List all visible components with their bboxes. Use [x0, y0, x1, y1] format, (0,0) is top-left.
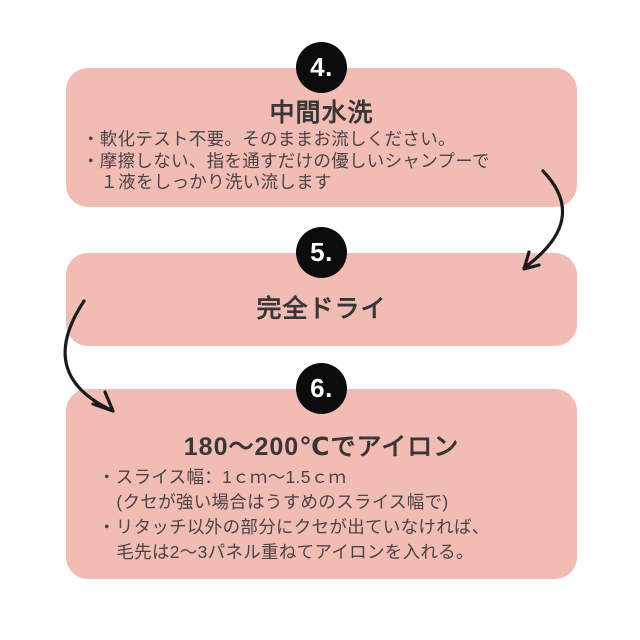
step-4-note-line: １液をしっかり洗い流します	[100, 172, 332, 192]
step-6-notes: ・スライス幅：1ｃｍ〜1.5ｃｍ (クセが強い場合はうすめのスライス幅で) ・リ…	[98, 465, 490, 565]
step-5-title: 完全ドライ	[256, 295, 387, 323]
step-card-intermediate-rinse: 4. 中間水洗 ・軟化テスト不要。そのままお流しください。 ・摩擦しない、指を通…	[66, 42, 577, 207]
step-card-iron-temperature: 6. 180〜200℃でアイロン ・スライス幅：1ｃｍ〜1.5ｃｍ (クセが強い…	[66, 363, 577, 579]
step-4-number-badge: 4.	[296, 42, 347, 93]
step-6-number-badge: 6.	[296, 363, 347, 414]
step-4-note-line: ・摩擦しない、指を通すだけの優しいシャンプーで	[82, 150, 490, 171]
step-6-title: 180〜200℃でアイロン	[183, 433, 460, 461]
step-4-note-line: ・軟化テスト不要。そのままお流しください。	[82, 129, 456, 149]
step-6-number: 6.	[310, 373, 333, 403]
step-6-note-line: ・スライス幅：1ｃｍ〜1.5ｃｍ	[98, 467, 347, 487]
step-4-number: 4.	[310, 52, 333, 82]
step-5-number-badge: 5.	[296, 227, 347, 278]
step-6-note-line: (クセが強い場合はうすめのスライス幅で)	[116, 492, 449, 512]
step-6-note-line: ・リタッチ以外の部分にクセが出ていなければ、	[98, 517, 490, 537]
step-card-complete-dry: 5. 完全ドライ	[66, 227, 577, 346]
step-4-title: 中間水洗	[269, 99, 374, 127]
step-4-notes: ・軟化テスト不要。そのままお流しください。 ・摩擦しない、指を通すだけの優しいシ…	[82, 129, 490, 194]
step-5-number: 5.	[310, 237, 333, 267]
step-6-note-line: 毛先は2〜3パネル重ねてアイロンを入れる。	[116, 542, 474, 562]
